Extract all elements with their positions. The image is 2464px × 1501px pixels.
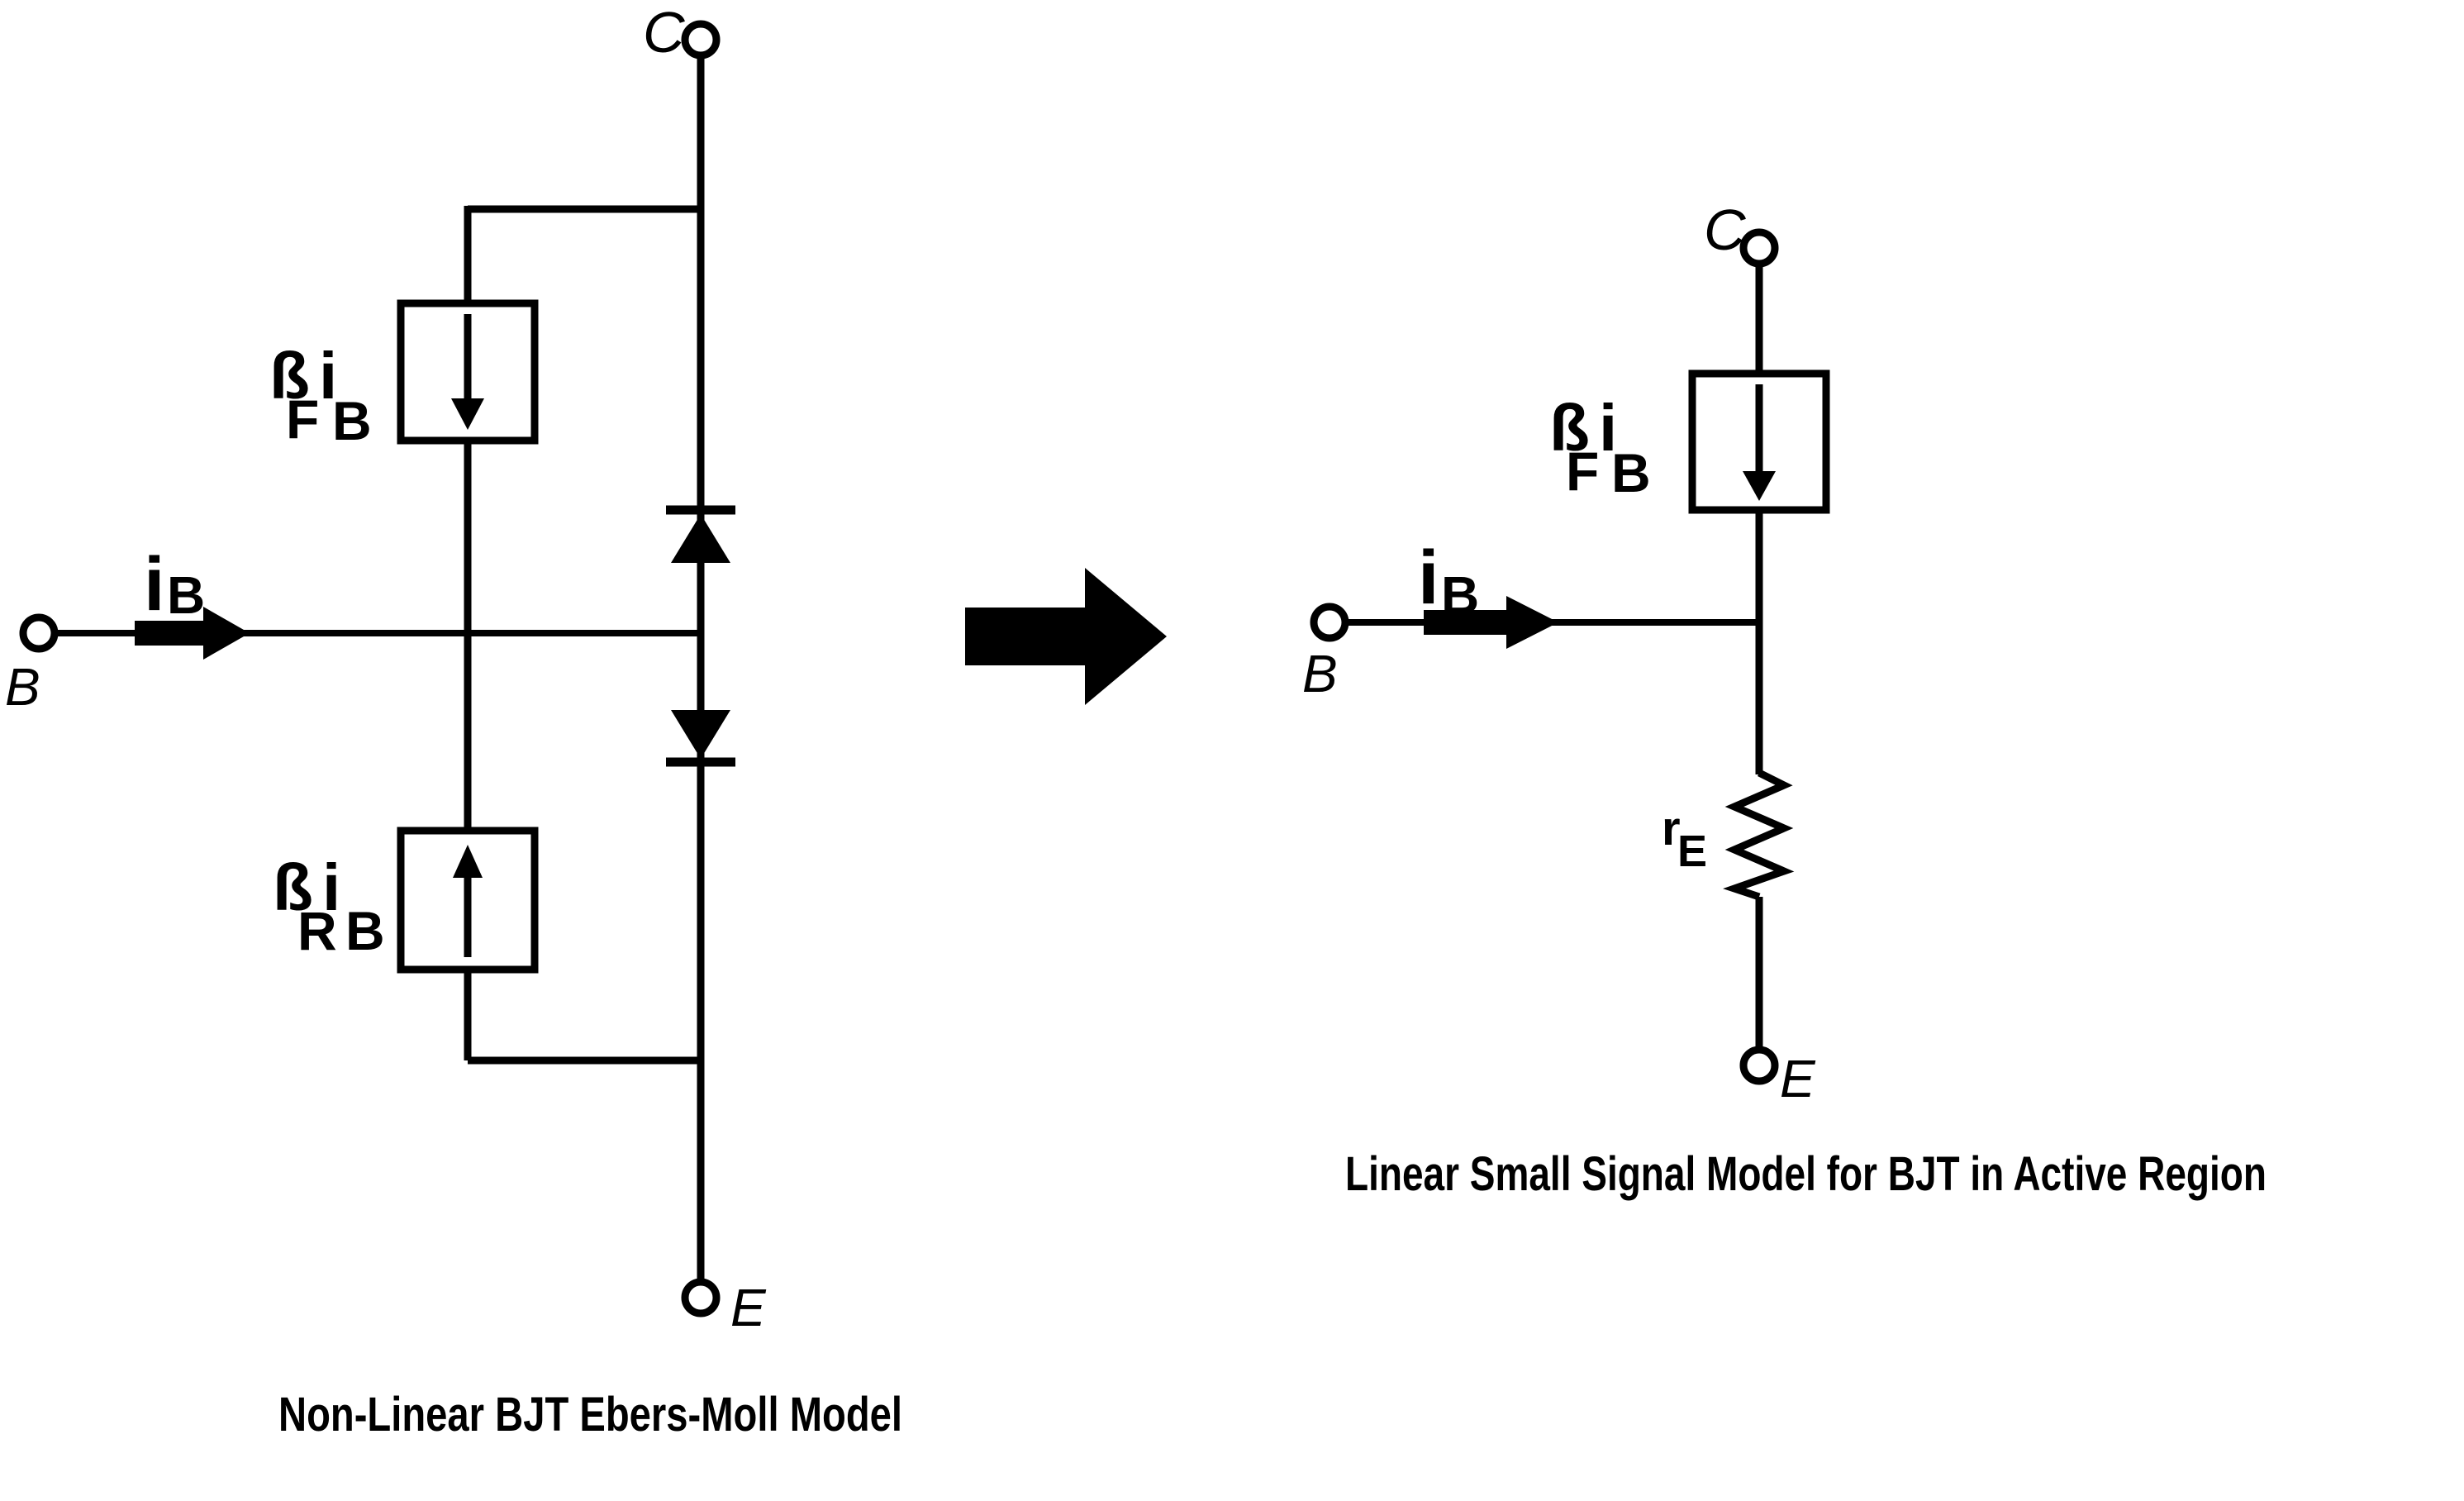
left-emitter-terminal xyxy=(681,1278,721,1318)
right-source-beta-symbol: ß xyxy=(1549,391,1590,465)
left-collector-terminal xyxy=(681,20,721,60)
right-source-beta-subscript: F xyxy=(1566,441,1599,502)
reverse-source-beta-subscript: R xyxy=(297,900,337,961)
left-base-current-subscript: B xyxy=(167,565,205,625)
small-signal-circuit: C B E i B ß i F B r E Linear Small Signa… xyxy=(1302,198,2267,1201)
right-base-terminal xyxy=(1310,603,1349,642)
right-emitter-terminal xyxy=(1739,1046,1779,1085)
reverse-source-current-subscript: B xyxy=(345,900,385,961)
emitter-resistance-symbol: r xyxy=(1662,802,1681,855)
reverse-source-current-symbol: i xyxy=(322,851,340,924)
right-base-current-arrow-icon xyxy=(1424,596,1558,649)
transform-arrow-icon xyxy=(965,568,1167,705)
right-collector-terminal xyxy=(1739,228,1779,268)
right-source-current-subscript: B xyxy=(1611,442,1651,503)
left-circuit-caption: Non-Linear BJT Ebers-Moll Model xyxy=(278,1388,902,1441)
forward-current-source-arrow-head-icon xyxy=(451,398,484,430)
right-base-current-symbol: i xyxy=(1418,536,1439,620)
emitter-resistance-subscript: E xyxy=(1677,827,1707,876)
forward-source-current-subscript: B xyxy=(332,390,372,451)
right-source-current-symbol: i xyxy=(1599,391,1617,465)
emitter-resistor-icon xyxy=(1723,769,1795,901)
forward-source-beta-subscript: F xyxy=(286,388,319,450)
right-current-source-arrow-head-icon xyxy=(1743,471,1776,501)
right-collector-label: C xyxy=(1704,198,1746,262)
reverse-current-source-arrow-head-icon xyxy=(453,845,483,878)
left-collector-label: C xyxy=(643,0,685,64)
bc-diode-icon xyxy=(671,514,730,563)
ebers-moll-circuit: C B E i B ß i F B ß i R B Non-Linear BJT… xyxy=(5,0,902,1441)
left-base-current-arrow-icon xyxy=(135,607,250,660)
forward-source-current-symbol: i xyxy=(319,339,337,412)
left-base-label: B xyxy=(5,657,40,717)
right-base-label: B xyxy=(1302,644,1338,703)
reverse-source-beta-symbol: ß xyxy=(273,851,313,924)
be-diode-icon xyxy=(671,710,730,759)
right-base-current-subscript: B xyxy=(1441,565,1479,625)
left-base-terminal xyxy=(19,613,59,653)
left-base-current-symbol: i xyxy=(144,542,165,627)
right-circuit-caption: Linear Small Signal Model for BJT in Act… xyxy=(1345,1147,2267,1201)
right-emitter-label: E xyxy=(1780,1049,1816,1108)
forward-source-beta-symbol: ß xyxy=(269,339,310,412)
left-emitter-label: E xyxy=(730,1278,767,1337)
